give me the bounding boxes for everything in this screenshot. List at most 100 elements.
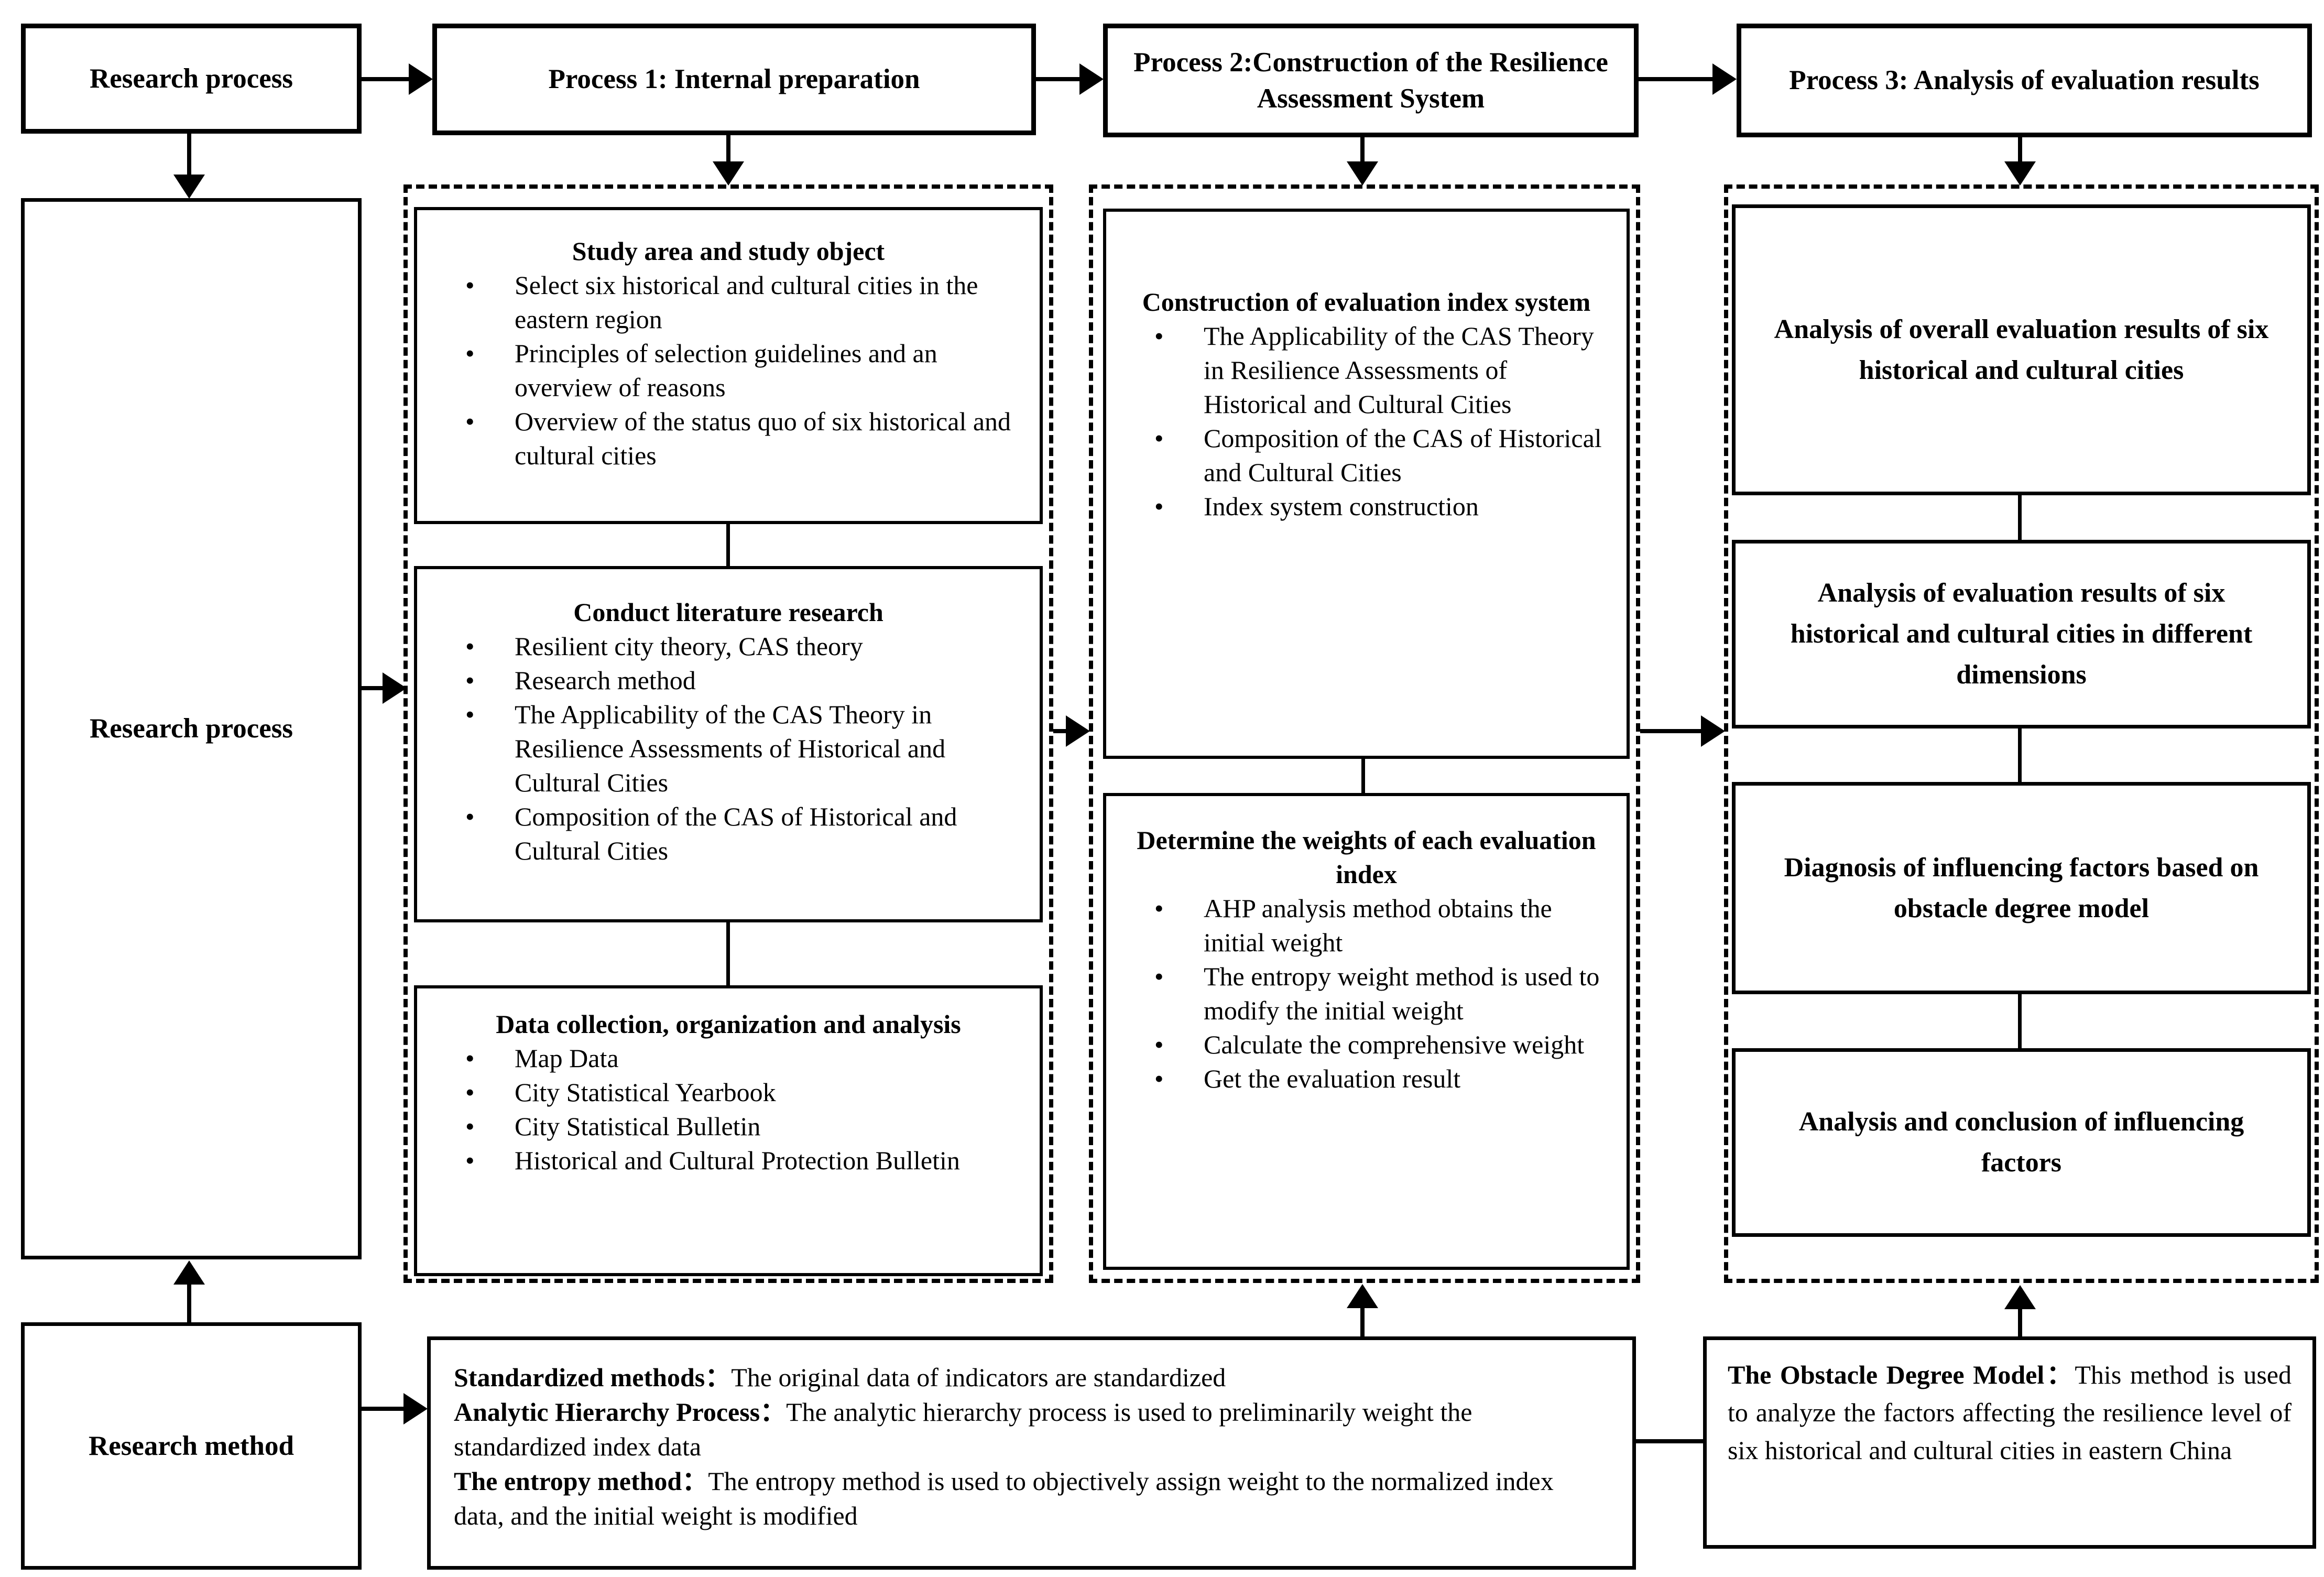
methods-description-box: Standardized methods：The original data o…: [427, 1336, 1636, 1570]
list-item: The entropy weight method is used to mod…: [1125, 960, 1608, 1028]
obstacle-model-description: This method is used to analyze the facto…: [1728, 1360, 2292, 1465]
research-method-box: Research method: [21, 1322, 362, 1570]
connector-p1-box2-box3: [726, 921, 730, 986]
connector-p3-box3-box4: [2018, 993, 2022, 1050]
index-system-bullets: The Applicability of the CAS Theory in R…: [1125, 319, 1608, 524]
weights-box: Determine the weights of each evaluation…: [1103, 793, 1630, 1270]
process1-container: [403, 184, 1053, 1283]
list-item: Calculate the comprehensive weight: [1125, 1028, 1608, 1062]
research-method-label: Research method: [88, 1430, 294, 1461]
arrow-head: [1701, 715, 1725, 747]
arrow-shaft: [362, 1407, 406, 1411]
obstacle-model-label: The Obstacle Degree Model：: [1728, 1360, 2075, 1389]
weights-title: Determine the weights of each evaluation…: [1137, 825, 1596, 889]
dimension-results-box: Analysis of evaluation results of six hi…: [1732, 540, 2311, 728]
arrow-shaft: [2018, 136, 2022, 164]
methods-item: Analytic Hierarchy Process：The analytic …: [454, 1395, 1609, 1464]
list-item: City Statistical Bulletin: [436, 1110, 1021, 1144]
arrow-head: [403, 1393, 428, 1424]
list-item: Research method: [436, 664, 1021, 698]
arrow-shaft: [1036, 77, 1081, 81]
arrow-head: [713, 161, 744, 186]
conclusion-label: Analysis and conclusion of influencing f…: [1798, 1107, 2244, 1178]
data-collection-box: Data collection, organization and analys…: [414, 985, 1043, 1276]
arrow-head: [409, 63, 433, 95]
literature-research-box: Conduct literature research Resilient ci…: [414, 566, 1043, 922]
arrow-shaft: [362, 77, 412, 81]
connector-methods-obstacle: [1636, 1439, 1703, 1443]
index-system-box: Construction of evaluation index system …: [1103, 209, 1630, 759]
arrow-shaft: [2018, 1308, 2022, 1337]
list-item: City Statistical Yearbook: [436, 1075, 1021, 1110]
list-item: Map Data: [436, 1041, 1021, 1075]
list-item: AHP analysis method obtains the initial …: [1125, 891, 1608, 960]
list-item: Composition of the CAS of Historical and…: [436, 800, 1021, 868]
arrow-shaft: [726, 134, 730, 164]
weights-bullets: AHP analysis method obtains the initial …: [1125, 891, 1608, 1096]
methods-item-label: The entropy method：: [454, 1466, 708, 1496]
literature-research-bullets: Resilient city theory, CAS theory Resear…: [436, 629, 1021, 868]
process3-container: [1724, 184, 2319, 1283]
header-process2: Process 2:Construction of the Resilience…: [1103, 24, 1639, 137]
conclusion-box: Analysis and conclusion of influencing f…: [1732, 1048, 2311, 1237]
connector-p2-box1-box2: [1361, 758, 1365, 795]
methods-item-label: Analytic Hierarchy Process：: [454, 1397, 787, 1427]
list-item: Select six historical and cultural citie…: [436, 268, 1021, 336]
arrow-head: [1079, 63, 1104, 95]
arrow-shaft: [187, 133, 191, 176]
diagnosis-box: Diagnosis of influencing factors based o…: [1732, 782, 2311, 994]
overall-results-box: Analysis of overall evaluation results o…: [1732, 204, 2311, 495]
list-item: The Applicability of the CAS Theory in R…: [436, 698, 1021, 800]
connector-p1-box1-box2: [726, 524, 730, 567]
dimension-results-label: Analysis of evaluation results of six hi…: [1790, 578, 2253, 690]
header-process3-label: Process 3: Analysis of evaluation result…: [1789, 65, 2260, 96]
list-item: Get the evaluation result: [1125, 1062, 1608, 1096]
arrow-head: [173, 175, 205, 199]
study-area-title: Study area and study object: [572, 236, 885, 266]
arrow-head: [1712, 63, 1737, 95]
diagnosis-label: Diagnosis of influencing factors based o…: [1784, 852, 2259, 923]
data-collection-title: Data collection, organization and analys…: [496, 1009, 961, 1039]
list-item: The Applicability of the CAS Theory in R…: [1125, 319, 1608, 421]
methods-item-text: The original data of indicators are stan…: [731, 1363, 1226, 1392]
arrow-shaft: [1053, 729, 1068, 733]
methods-item: Standardized methods：The original data o…: [454, 1360, 1609, 1395]
study-area-box: Study area and study object Select six h…: [414, 207, 1043, 524]
arrow-head: [173, 1260, 205, 1285]
list-item: Resilient city theory, CAS theory: [436, 629, 1021, 664]
arrow-head: [383, 672, 407, 704]
header-process1: Process 1: Internal preparation: [432, 24, 1036, 135]
obstacle-model-box: The Obstacle Degree Model：This method is…: [1703, 1336, 2316, 1549]
arrow-shaft: [1360, 1307, 1365, 1337]
arrow-head: [1066, 715, 1090, 747]
list-item: Composition of the CAS of Historical and…: [1125, 421, 1608, 490]
connector-p3-box2-box3: [2018, 727, 2022, 783]
literature-research-title: Conduct literature research: [573, 597, 883, 627]
methods-item-label: Standardized methods：: [454, 1363, 732, 1392]
list-item: Principles of selection guidelines and a…: [436, 336, 1021, 405]
arrow-head: [1347, 1284, 1378, 1308]
arrow-head: [2004, 1285, 2036, 1309]
header-research-process: Research process: [21, 24, 362, 134]
header-process3: Process 3: Analysis of evaluation result…: [1737, 24, 2312, 137]
list-item: Historical and Cultural Protection Bulle…: [436, 1144, 1021, 1178]
obstacle-model-text: The Obstacle Degree Model：This method is…: [1728, 1356, 2292, 1469]
arrow-head: [1347, 161, 1378, 186]
arrow-head: [2004, 161, 2036, 186]
methods-item-text: The entropy method is used to objectivel…: [454, 1466, 1554, 1530]
data-collection-bullets: Map Data City Statistical Yearbook City …: [436, 1041, 1021, 1178]
methods-item: The entropy method：The entropy method is…: [454, 1464, 1609, 1533]
connector-p3-box1-box2: [2018, 494, 2022, 541]
arrow-shaft: [1639, 77, 1714, 81]
arrow-shaft: [1360, 136, 1365, 164]
list-item: Overview of the status quo of six histor…: [436, 405, 1021, 473]
index-system-title: Construction of evaluation index system: [1142, 287, 1591, 317]
arrow-shaft: [187, 1284, 191, 1322]
arrow-shaft: [362, 686, 385, 690]
header-process1-label: Process 1: Internal preparation: [548, 64, 920, 95]
header-process2-label: Process 2:Construction of the Resilience…: [1133, 47, 1608, 114]
process2-container: [1089, 184, 1640, 1283]
overall-results-label: Analysis of overall evaluation results o…: [1774, 314, 2269, 385]
study-area-bullets: Select six historical and cultural citie…: [436, 268, 1021, 473]
